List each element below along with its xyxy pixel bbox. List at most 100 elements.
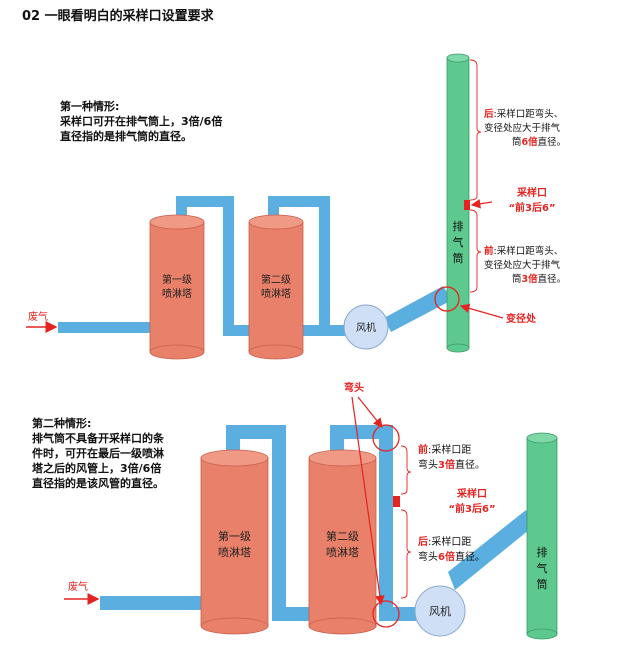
scenario1-fan: 风机 — [343, 304, 389, 350]
s2-after-line2: 弯头 — [418, 550, 438, 563]
svg-text:后:采样口距弯头、: 后:采样口距弯头、 — [484, 108, 563, 120]
s2-sample-port-marker — [393, 496, 400, 507]
s2-sample-line1: 采样口 — [456, 487, 487, 500]
tower2-label-line1: 第二级 — [261, 273, 291, 286]
scenario2-tower2: 第二级 喷淋塔 — [308, 449, 377, 635]
after-suffix: 直径。 — [538, 136, 567, 148]
s2-tower1-label-line2: 喷淋塔 — [218, 546, 251, 559]
s2-after-prefix: 后 — [418, 535, 428, 548]
before-line3: 筒 — [512, 273, 522, 285]
s2-after-annotation: 后:采样口距 弯头6倍直径。 — [418, 535, 485, 563]
reducer-arrow — [459, 303, 504, 319]
after-num: 6倍 — [522, 136, 539, 148]
before-annotation: 前:采样口距弯头、 变径处应大于排气 筒3倍直径。 — [484, 245, 566, 285]
svg-text:前:采样口距: 前:采样口距 — [418, 443, 471, 456]
scenario1-desc-line2: 采样口可开在排气筒上，3倍/6倍 — [59, 114, 222, 128]
after-line1: :采样口距弯头、 — [494, 108, 564, 120]
s2-connector-top1 — [226, 425, 286, 439]
connector-pipe-down2 — [319, 196, 330, 336]
fan-to-stack-duct — [384, 286, 452, 332]
scenario2-stack: 排 气 筒 — [526, 432, 558, 640]
elbow-arrow-top — [357, 396, 383, 428]
scenario2-tower1: 第一级 喷淋塔 — [200, 449, 269, 635]
elbow-circle-bottom — [372, 600, 400, 628]
scenario2-desc-line2: 排气筒不具备开采样口的条 — [32, 431, 165, 445]
stack-label-2: 气 — [453, 235, 464, 249]
connector-pipe-bottom1 — [223, 325, 253, 336]
s2-before-num: 3倍 — [438, 458, 455, 471]
s2-fan-to-stack-duct — [448, 510, 535, 590]
sample-port-arrow — [470, 199, 493, 209]
scenario-2: 第二种情形: 排气筒不具备开采样口的条 件时，可开在最后一级喷淋 塔之后的风管上… — [32, 381, 558, 640]
after-annotation: 后:采样口距弯头、 变径处应大于排气 筒6倍直径。 — [484, 108, 566, 148]
svg-text:后:采样口距: 后:采样口距 — [418, 535, 471, 548]
before-suffix: 直径。 — [538, 273, 567, 285]
s2-before-suffix: 直径。 — [455, 458, 485, 471]
s2-after-suffix: 直径。 — [455, 550, 485, 563]
after-bracket — [469, 59, 482, 201]
inlet-label: 废气 — [28, 310, 48, 323]
scenario2-desc-line3: 件时，可开在最后一级喷淋 — [32, 446, 164, 460]
s2-before-annotation: 前:采样口距 弯头3倍直径。 — [418, 443, 485, 471]
page-title: 02 一眼看明白的采样口设置要求 — [22, 8, 215, 24]
s2-before-prefix: 前 — [418, 443, 428, 456]
scenario2-desc-line1: 第二种情形: — [32, 416, 91, 430]
svg-text:弯头3倍直径。: 弯头3倍直径。 — [418, 458, 485, 471]
connector-pipe-bottom2 — [298, 325, 348, 336]
s2-before-line1: :采样口距 — [428, 443, 471, 456]
tower1-label-line2: 喷淋塔 — [162, 287, 192, 300]
s2-connector-bottom1 — [272, 607, 312, 621]
connector-pipe-up2 — [268, 196, 279, 224]
scenario1-tower2: 第二级 喷淋塔 — [248, 214, 304, 360]
s2-fan-label: 风机 — [429, 604, 451, 618]
after-line2: 变径处应大于排气 — [484, 122, 561, 134]
s2-tower2-label-line2: 喷淋塔 — [326, 546, 359, 559]
s2-stack-label-3: 筒 — [537, 577, 548, 591]
s2-connector-down1 — [272, 425, 286, 621]
s2-after-num: 6倍 — [438, 550, 455, 563]
stack-label-1: 排 — [453, 219, 464, 233]
s2-after-line1: :采样口距 — [428, 535, 471, 548]
connector-pipe-top1 — [176, 196, 234, 207]
sample-annotation: 采样口 “前3后6” — [508, 186, 555, 214]
after-line3: 筒 — [512, 136, 522, 148]
s2-stack-label-1: 排 — [537, 545, 548, 559]
s2-sample-annotation: 采样口 “前3后6” — [448, 487, 495, 515]
s2-inlet-label: 废气 — [68, 580, 88, 593]
s2-before-bracket — [400, 445, 412, 495]
s2-tower1-label-line1: 第一级 — [218, 529, 251, 543]
scenario1-stack: 排 气 筒 — [446, 53, 470, 353]
before-prefix: 前 — [484, 245, 494, 257]
inlet-pipe-2 — [100, 596, 205, 610]
s2-vertical-duct — [379, 425, 393, 621]
s2-sample-line2: “前3后6” — [448, 502, 495, 515]
stack-label-3: 筒 — [453, 251, 464, 265]
svg-text:弯头6倍直径。: 弯头6倍直径。 — [418, 550, 485, 563]
before-bracket — [469, 209, 482, 293]
svg-text:筒3倍直径。: 筒3倍直径。 — [512, 273, 566, 285]
svg-text:前:采样口距弯头、: 前:采样口距弯头、 — [484, 245, 563, 257]
sample-line2: “前3后6” — [508, 201, 555, 214]
s2-before-line2: 弯头 — [418, 458, 438, 471]
scenario2-desc-line4: 塔之后的风管上，3倍/6倍 — [32, 461, 161, 475]
before-num: 3倍 — [522, 273, 539, 285]
before-line1: :采样口距弯头、 — [494, 245, 564, 257]
elbow-label: 弯头 — [344, 381, 364, 394]
after-prefix: 后 — [484, 108, 494, 120]
inlet-pipe — [58, 322, 153, 333]
connector-pipe-top2 — [268, 196, 330, 207]
connector-pipe-up1 — [176, 196, 187, 224]
s2-after-bracket — [400, 509, 412, 599]
scenario1-desc-line1: 第一种情形: — [60, 99, 119, 113]
before-line2: 变径处应大于排气 — [484, 259, 561, 271]
scenario-1: 第一种情形: 采样口可开在排气筒上，3倍/6倍 直径指的是排气筒的直径。 第一级… — [26, 53, 566, 360]
fan-label: 风机 — [356, 321, 376, 334]
s2-connector-top2 — [330, 425, 390, 439]
elbow-circle-top — [372, 424, 400, 452]
scenario2-desc-line5: 直径指的是该风管的直径。 — [32, 476, 164, 490]
scenario1-desc-line3: 直径指的是排气筒的直径。 — [60, 129, 192, 143]
tower2-label-line2: 喷淋塔 — [261, 287, 291, 300]
scenario2-fan: 风机 — [414, 585, 466, 637]
elbow-arrow-bottom — [351, 396, 385, 606]
